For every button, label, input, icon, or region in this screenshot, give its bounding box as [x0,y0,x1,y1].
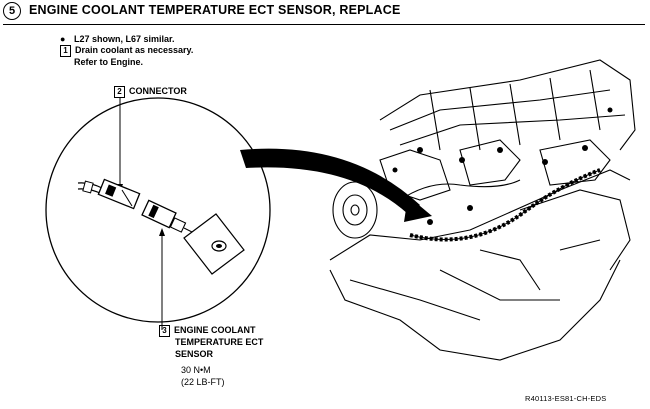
connector-number-box: 2 [114,86,125,98]
note-bullet-text: L27 shown, L67 similar. [73,34,175,44]
sensor-number-box: 3 [159,325,170,337]
note-bullet: ● L27 shown, L67 similar. [60,34,175,45]
detail-circle [45,97,271,323]
location-arrow [240,148,420,214]
connector-body [97,178,141,210]
location-arrow-head [404,196,432,222]
bullet-icon: ● [60,34,66,44]
header-divider [3,24,645,25]
engine-bolts [392,107,613,225]
figure-code: R40113-ES81-CH-EDS [525,394,607,403]
engine-harness-core [409,169,601,240]
connector-label: CONNECTOR [129,86,187,96]
callout-connector: 2 CONNECTOR [114,86,187,98]
sensor-port [183,213,245,275]
ect-sensor [141,199,201,237]
torque-lbft: (22 LB-FT) [181,377,225,387]
harness-wire [77,180,103,195]
page-header: 5 ENGINE COOLANT TEMPERATURE ECT SENSOR,… [3,2,645,25]
page-title: ENGINE COOLANT TEMPERATURE ECT SENSOR, R… [29,3,401,17]
step-number-badge: 5 [3,2,21,20]
sensor-label-line3: SENSOR [175,349,214,359]
note-step1: 1 Drain coolant as necessary. [60,45,193,57]
callout-sensor: 3 ENGINE COOLANT [159,325,256,337]
engine-block [329,59,636,361]
torque-nm: 30 N•M [181,365,211,375]
note-step1-line1: Drain coolant as necessary. [75,45,194,55]
sensor-label-line1: ENGINE COOLANT [174,325,256,335]
step1-number-box: 1 [60,45,71,57]
sensor-label-line2: TEMPERATURE ECT [175,337,264,347]
sensor-leader-arrow [159,228,165,236]
note-step1-line2: Refer to Engine. [74,57,144,67]
